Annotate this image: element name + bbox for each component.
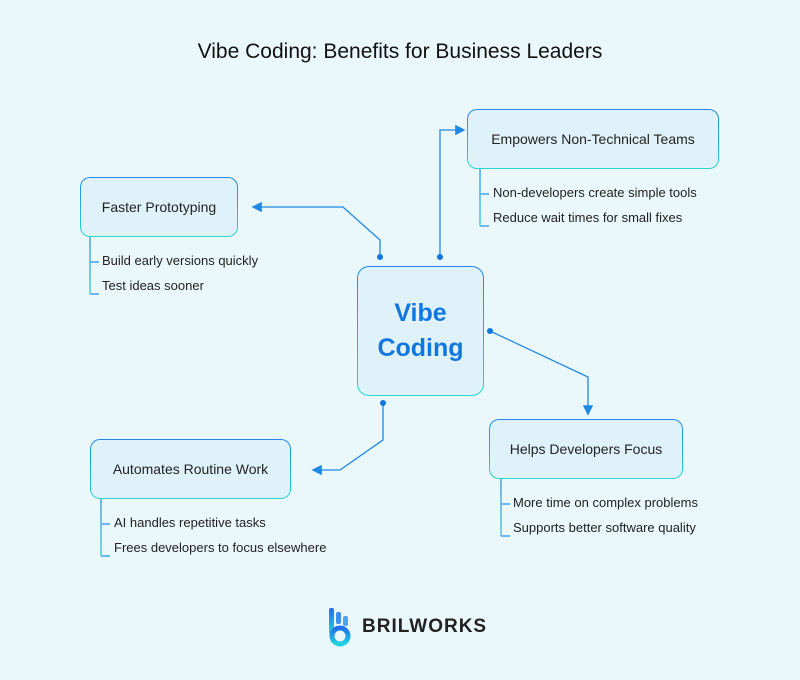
tick <box>501 535 510 537</box>
list-item: Supports better software quality <box>513 520 696 535</box>
center-line1: Vibe <box>394 299 447 327</box>
list-item: AI handles repetitive tasks <box>114 515 266 530</box>
node-automates-work: Automates Routine Work <box>90 439 291 499</box>
connector-faster-prototyping <box>251 201 381 257</box>
tick <box>90 261 99 263</box>
list-item: Reduce wait times for small fixes <box>493 210 683 225</box>
brilworks-logo-text: BRILWORKS <box>362 616 488 637</box>
tick <box>480 193 489 195</box>
connector-automates <box>311 403 384 476</box>
list-item: Test ideas sooner <box>102 278 204 293</box>
tick <box>501 503 510 505</box>
tick <box>101 555 110 557</box>
brilworks-logo: BRILWORKS <box>328 606 487 648</box>
tree-line <box>89 237 91 294</box>
tick <box>90 293 99 295</box>
node-faster-prototyping: Faster Prototyping <box>80 177 238 237</box>
tick <box>480 225 489 227</box>
connector-helps-developers <box>489 330 594 416</box>
tick <box>101 523 110 525</box>
list-item: More time on complex problems <box>513 495 698 510</box>
list-item: Frees developers to focus elsewhere <box>114 540 327 555</box>
list-item: Build early versions quickly <box>102 253 259 268</box>
tree-line <box>100 499 102 556</box>
center-line2: Coding <box>377 334 464 362</box>
brilworks-logo-icon <box>329 608 351 647</box>
tree-line <box>500 479 502 536</box>
node-helps-developers: Helps Developers Focus <box>489 419 683 479</box>
diagram-title: Vibe Coding: Benefits for Business Leade… <box>197 40 603 63</box>
tree-line <box>479 169 481 226</box>
connector-empowers <box>439 124 466 257</box>
node-empowers-teams: Empowers Non-Technical Teams <box>467 109 719 169</box>
list-item: Non-developers create simple tools <box>493 185 697 200</box>
